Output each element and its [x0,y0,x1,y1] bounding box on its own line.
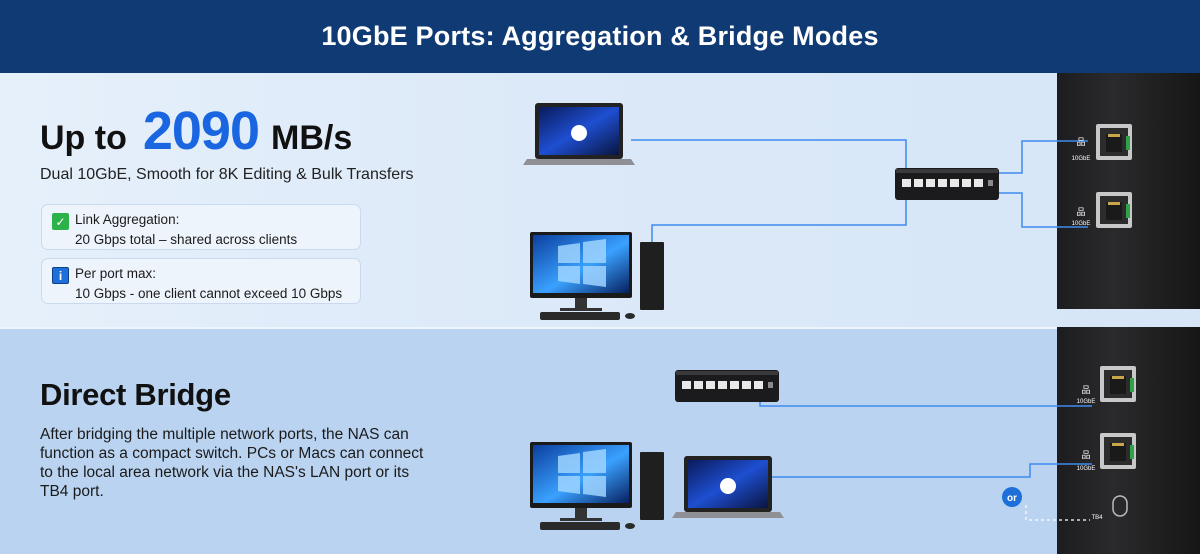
ethernet-port-icon [1100,433,1136,469]
tb4-port-icon [1112,495,1128,517]
macbook-bottom [672,456,784,518]
or-badge [1002,487,1022,507]
nas-device-top [1057,73,1200,309]
macbook-top [523,103,635,165]
port-label-10gbe: 10GbE [1077,399,1096,405]
check-icon: ✓ [52,213,69,230]
switch-top [895,168,999,200]
svg-text:品: 品 [1076,207,1085,217]
speed-subtitle: Dual 10GbE, Smooth for 8K Editing & Bulk… [40,166,414,183]
nas-ports-top: 品 10GbE 品 10GbE [1072,124,1132,228]
nas-ports-bottom: 品 10GbE 品 10GbE TB4 [1077,366,1136,521]
svg-text:品: 品 [1081,450,1090,460]
svg-text:品: 品 [1081,385,1090,395]
bridge-description: After bridging the multiple network port… [40,426,424,500]
desktop-pc-top [530,232,664,320]
ethernet-port-icon [1096,192,1132,228]
port-label-10gbe: 10GbE [1077,466,1096,472]
card-detail: 10 Gbps - one client cannot exceed 10 Gb… [75,286,343,301]
port-label-10gbe: 10GbE [1072,156,1091,162]
info-icon: i [52,267,69,284]
per-port-card: i Per port max: 10 Gbps - one client can… [41,258,361,304]
speed-headline: Up to 2090 MB/s [40,100,352,162]
speed-prefix: Up to [40,119,127,157]
card-title: Link Aggregation: [75,212,180,227]
ethernet-port-icon [1100,366,1136,402]
port-label-tb4: TB4 [1091,515,1103,521]
svg-text:品: 品 [1076,137,1085,147]
port-label-10gbe: 10GbE [1072,221,1091,227]
page-title: 10GbE Ports: Aggregation & Bridge Modes [321,21,879,51]
card-title: Per port max: [75,266,157,281]
switch-bottom [675,370,779,402]
link-aggregation-card: ✓ Link Aggregation: 20 Gbps total – shar… [41,204,361,250]
header-banner: 10GbE Ports: Aggregation & Bridge Modes [0,0,1200,73]
speed-value: 2090 [142,101,260,161]
desktop-pc-bottom [530,442,664,530]
bridge-section [0,327,1200,554]
card-detail: 20 Gbps total – shared across clients [75,232,298,247]
or-label: or [1007,493,1017,504]
bridge-title: Direct Bridge [40,377,231,412]
speed-unit: MB/s [271,119,353,157]
ethernet-port-icon [1096,124,1132,160]
